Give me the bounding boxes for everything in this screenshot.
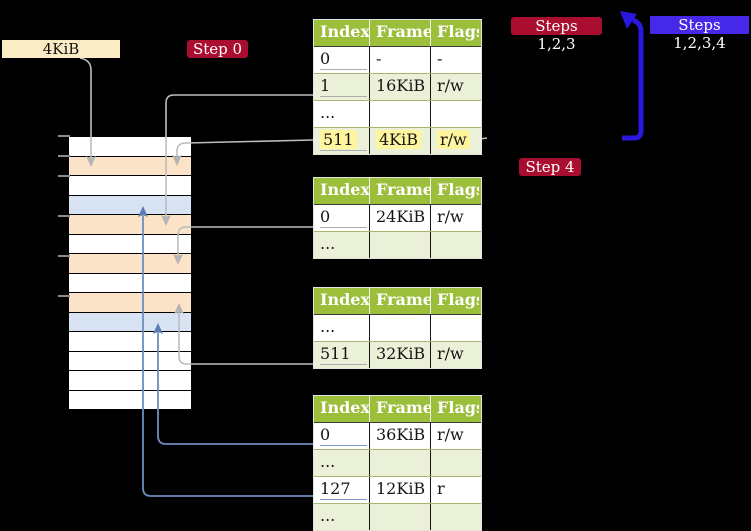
index-cell: 511: [314, 128, 369, 154]
physical-memory-stack: [69, 137, 191, 417]
frame-cell: 4KiB: [369, 128, 430, 154]
page-table-level1: IndexFrameFlags036KiBr/w...12712KiBr...: [313, 395, 482, 531]
column-header: Frame: [369, 396, 430, 422]
memory-row: [69, 371, 191, 391]
frame-cell: 36KiB: [369, 423, 430, 449]
memory-row: [69, 293, 191, 313]
frame-cell: 24KiB: [369, 205, 430, 231]
steps-123-badge: Steps 1,2,3: [511, 17, 602, 53]
index-cell: 0: [314, 205, 369, 231]
frame-cell: -: [369, 47, 430, 73]
flags-cell: r/w: [430, 342, 479, 368]
table-header-row: IndexFrameFlags: [314, 396, 481, 422]
table-row: ...: [314, 503, 481, 530]
index-cell: ...: [320, 103, 336, 122]
frame-cell: 16KiB: [369, 74, 430, 100]
memory-row: [69, 273, 191, 293]
frame-cell: [369, 315, 430, 341]
flags-cell: r/w: [430, 74, 479, 100]
table-row: 0--: [314, 46, 481, 73]
memory-row: [69, 234, 191, 254]
frame-cell: [369, 504, 430, 530]
page-table-level3: IndexFrameFlags024KiBr/w...: [313, 177, 482, 259]
column-header: Frame: [369, 178, 430, 204]
flags-cell: r/w: [430, 423, 479, 449]
table-row: ...: [314, 100, 481, 127]
frame-cell: 32KiB: [369, 342, 430, 368]
flags-cell: -: [430, 47, 479, 73]
flags-cell: r/w: [430, 205, 479, 231]
steps-1234-badge: Steps 1,2,3,4: [650, 16, 749, 52]
step-4-badge: Step 4: [519, 158, 581, 176]
memory-row: [69, 312, 191, 332]
column-header: Frame: [369, 20, 430, 46]
frame-cell: [369, 101, 430, 127]
memory-row: [69, 332, 191, 352]
memory-row: [69, 137, 191, 157]
flags-cell: r: [430, 477, 479, 503]
index-cell: 127: [314, 477, 369, 503]
frame-size-label: 4KiB: [2, 40, 120, 58]
flags-cell: [430, 101, 479, 127]
table-row: ...: [314, 231, 481, 258]
table-header-row: IndexFrameFlags: [314, 288, 481, 314]
loop-arrow: [620, 11, 644, 141]
memory-row: [69, 215, 191, 235]
flags-cell: r/w: [430, 128, 479, 154]
flags-cell: [430, 450, 479, 476]
connector-table3-row511-to-memory: [178, 312, 313, 365]
frame-cell: [369, 232, 430, 258]
flags-cell: [430, 504, 479, 530]
column-header: Index: [320, 22, 369, 41]
memory-row: [69, 351, 191, 371]
frame-cell: 12KiB: [369, 477, 430, 503]
column-header: Flags: [430, 20, 479, 46]
index-cell: ...: [320, 317, 336, 336]
memory-row: [69, 156, 191, 176]
table-header-row: IndexFrameFlags: [314, 20, 481, 46]
memory-row: [69, 254, 191, 274]
index-cell: 0: [314, 423, 369, 449]
index-cell: ...: [320, 234, 336, 253]
index-cell: ...: [320, 452, 336, 471]
column-header: Frame: [369, 288, 430, 314]
table-row: ...: [314, 314, 481, 341]
column-header: Index: [320, 180, 369, 199]
flags-cell: [430, 315, 479, 341]
column-header: Flags: [430, 288, 479, 314]
table-header-row: IndexFrameFlags: [314, 178, 481, 204]
index-cell: 511: [314, 342, 369, 368]
index-cell: ...: [320, 506, 336, 525]
memory-row: [69, 176, 191, 196]
memory-row: [69, 195, 191, 215]
column-header: Index: [320, 290, 369, 309]
step-0-badge: Step 0: [187, 40, 248, 58]
memory-row: [69, 390, 191, 410]
frame-cell: [369, 450, 430, 476]
column-header: Flags: [430, 178, 479, 204]
column-header: Flags: [430, 396, 479, 422]
index-cell: 1: [314, 74, 369, 100]
connector-table1-row511-to-memory: [176, 139, 314, 157]
connector-table2-row0-to-memory: [177, 226, 313, 256]
column-header: Index: [320, 398, 369, 417]
flags-cell: [430, 232, 479, 258]
index-cell: 0: [314, 47, 369, 73]
table-row: ...: [314, 449, 481, 476]
